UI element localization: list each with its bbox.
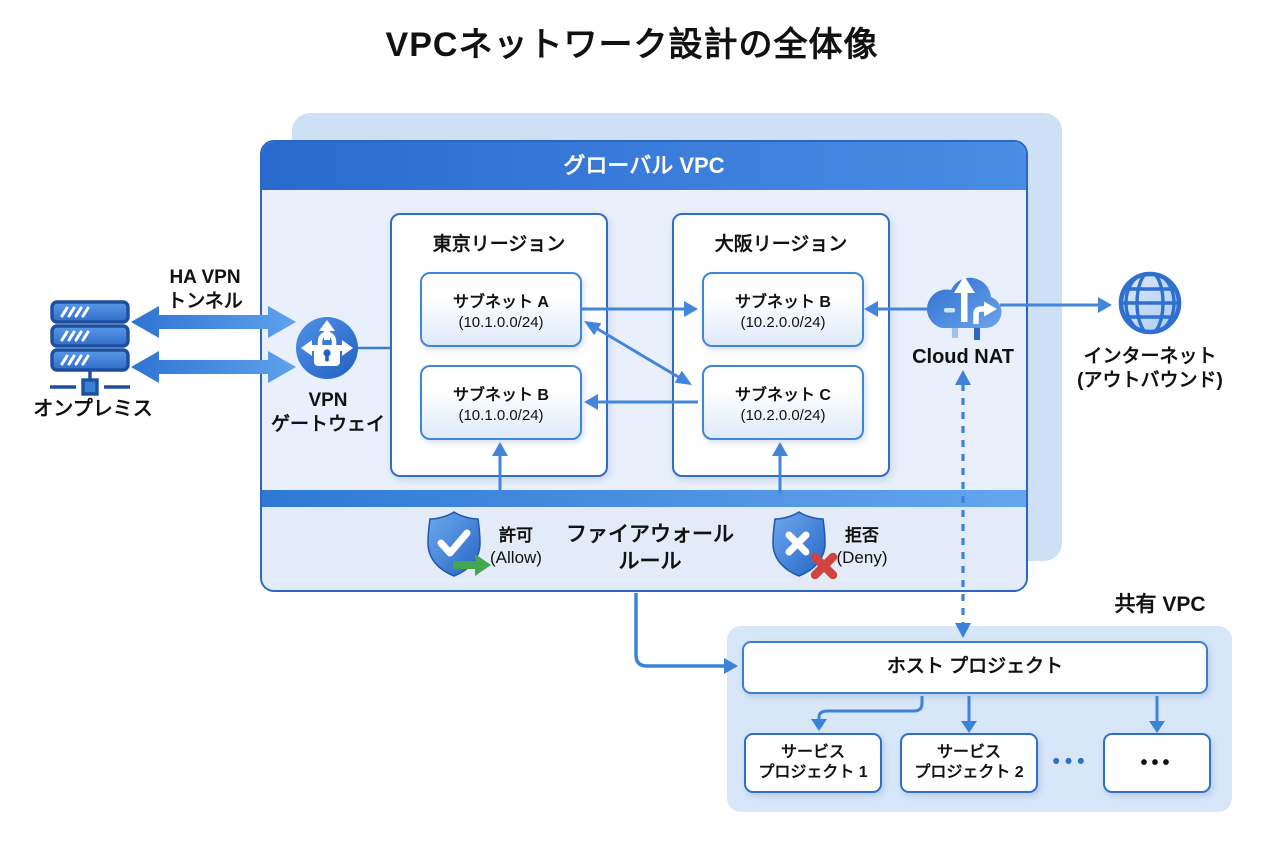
region-osaka: 大阪リージョン サブネット B (10.2.0.0/24) サブネット C (1… <box>672 213 890 477</box>
region-osaka-title: 大阪リージョン <box>714 234 848 255</box>
subnet-name: サブネット C <box>734 387 831 404</box>
subnet-cidr: (10.1.0.0/24) <box>458 314 544 331</box>
cloud-nat-icon <box>926 276 1002 340</box>
service-project-2-box: サービス プロジェクト 2 <box>900 733 1038 793</box>
subnet-name: サブネット B <box>734 294 831 311</box>
ellipsis-separator: ••• <box>1052 750 1090 773</box>
allow-label: 許可 (Allow) <box>490 526 542 567</box>
subnet-name: サブネット B <box>452 387 549 404</box>
vpn-gateway-label: VPN ゲートウェイ <box>270 390 385 436</box>
ellipsis-label: ••• <box>1140 751 1174 774</box>
globe-icon <box>1118 271 1182 335</box>
service-project-label: プロジェクト 2 <box>914 764 1024 781</box>
onprem-label: オンプレミス <box>33 398 153 420</box>
vpn-gateway-lock-icon <box>296 317 358 379</box>
subnet-cidr: (10.2.0.0/24) <box>740 407 826 424</box>
service-project-more-box: ••• <box>1103 733 1211 793</box>
shared-vpc-container: ホスト プロジェクト サービス プロジェクト 1 サービス プロジェクト 2 •… <box>727 626 1232 812</box>
global-vpc-title: グローバル VPC <box>563 153 725 178</box>
firewall-rules-label: ファイアウォール ルール <box>566 523 734 573</box>
arrow-gvpc-to-host <box>634 593 738 674</box>
internet-label: インターネット (アウトバウンド) <box>1077 346 1223 392</box>
shield-check-icon <box>427 511 491 577</box>
allow-arrow <box>453 554 491 576</box>
service-project-label: サービス <box>936 744 1001 761</box>
server-stack-icon <box>50 300 130 396</box>
cloud-nat-label: Cloud NAT <box>912 346 1014 368</box>
global-vpc-divider-bar <box>262 490 1026 507</box>
subnet-name: サブネット A <box>452 294 549 311</box>
subnet-tokyo-a: サブネット A (10.1.0.0/24) <box>420 272 582 347</box>
shield-x-icon <box>772 511 838 580</box>
firewall-strip-background <box>262 507 1026 590</box>
subnet-osaka-c: サブネット C (10.2.0.0/24) <box>702 365 864 440</box>
subnet-osaka-b: サブネット B (10.2.0.0/24) <box>702 272 864 347</box>
service-project-label: プロジェクト 1 <box>758 764 868 781</box>
subnet-cidr: (10.2.0.0/24) <box>740 314 826 331</box>
region-tokyo: 東京リージョン サブネット A (10.1.0.0/24) サブネット B (1… <box>390 213 608 477</box>
host-project-box: ホスト プロジェクト <box>742 641 1208 694</box>
global-vpc-header: グローバル VPC <box>262 142 1026 190</box>
deny-label: 拒否 (Deny) <box>836 526 888 567</box>
service-project-label: サービス <box>780 744 845 761</box>
diagram-title: VPCネットワーク設計の全体像 <box>385 26 879 64</box>
deny-x-mark <box>810 552 838 580</box>
region-tokyo-title: 東京リージョン <box>432 234 566 255</box>
subnet-tokyo-b: サブネット B (10.1.0.0/24) <box>420 365 582 440</box>
ha-vpn-tunnel-label: HA VPN トンネル <box>167 267 243 313</box>
service-project-1-box: サービス プロジェクト 1 <box>744 733 882 793</box>
shared-vpc-label: 共有 VPC <box>1114 593 1206 616</box>
subnet-cidr: (10.1.0.0/24) <box>458 407 544 424</box>
